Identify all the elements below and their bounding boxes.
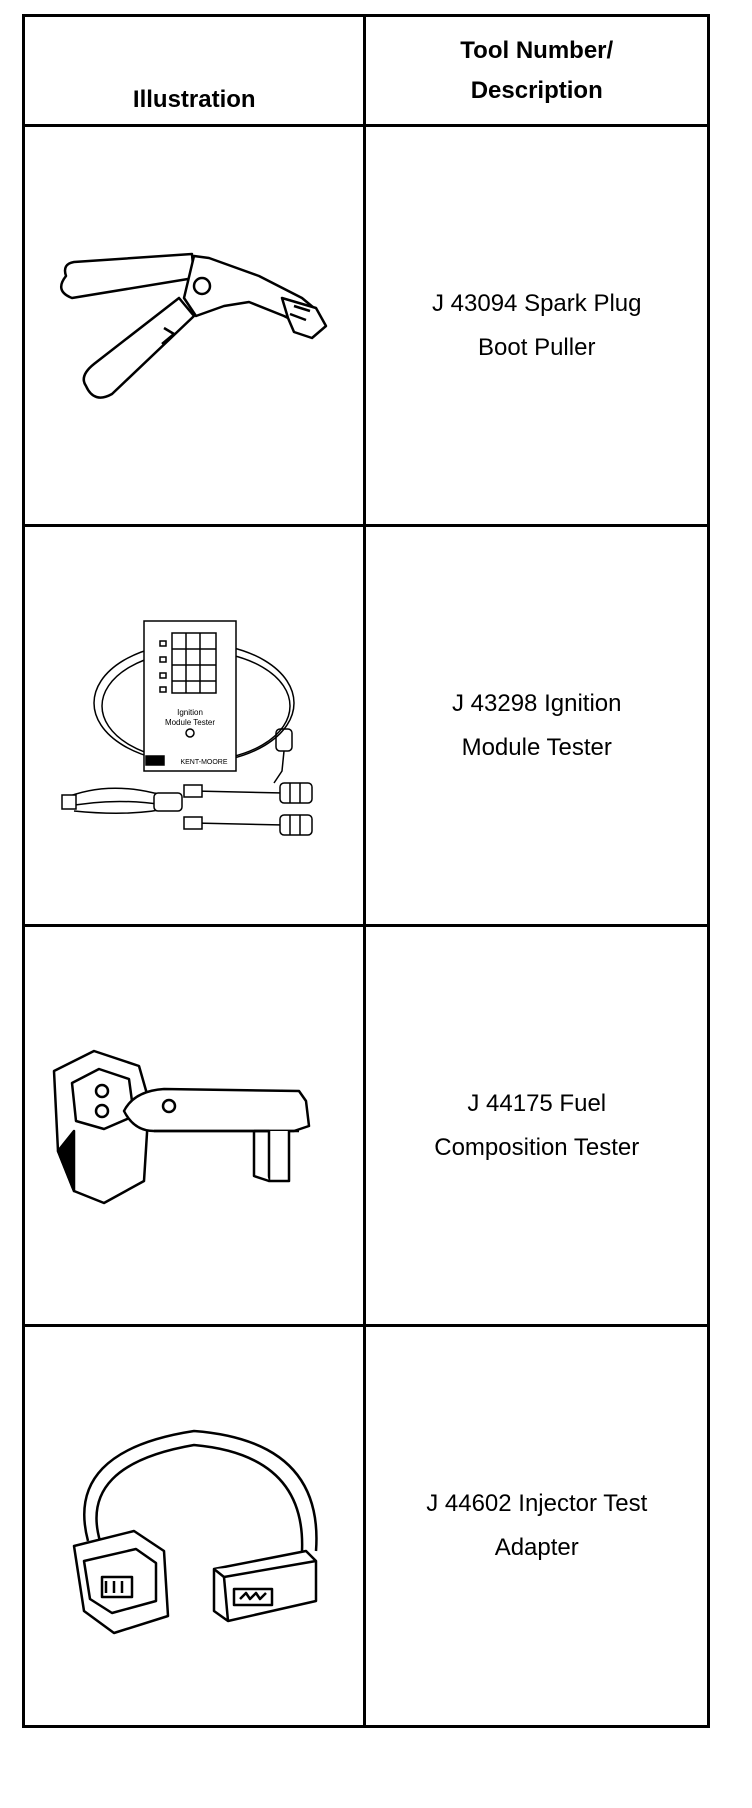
table-header-row: Illustration Tool Number/ Description: [21, 14, 710, 127]
illustration-cell: Ignition Module Tester KENT-MOORE: [21, 524, 367, 927]
panel-label-brand: KENT-MOORE: [181, 759, 228, 766]
illustration-cell: [21, 1324, 367, 1728]
illustration-cell: [21, 924, 367, 1327]
illustration-header: Illustration: [21, 14, 367, 127]
panel-label-module-tester: Module Tester: [165, 718, 215, 727]
table-row: J 44602 Injector Test Adapter: [21, 1324, 710, 1728]
table-row: J 44175 Fuel Composition Tester: [21, 924, 710, 1327]
description-cell: J 44602 Injector Test Adapter: [363, 1324, 710, 1728]
table-row: J 43094 Spark Plug Boot Puller: [21, 124, 710, 527]
special-tools-table: Illustration Tool Number/ Description: [21, 14, 710, 1728]
tool-description: Adapter: [494, 1534, 579, 1561]
tool-number: J 44175 Fuel: [467, 1089, 607, 1117]
tool-description: Boot Puller: [478, 333, 596, 361]
tool-number-header-line2: Description: [470, 76, 603, 104]
panel-label-ignition: Ignition: [177, 708, 203, 717]
tool-description: Composition Tester: [434, 1133, 640, 1161]
tool-number: J 44602 Injector Test: [426, 1490, 648, 1517]
description-cell: J 43094 Spark Plug Boot Puller: [363, 124, 710, 527]
tool-description: Module Tester: [461, 733, 612, 761]
table-row: Ignition Module Tester KENT-MOORE J 4329…: [21, 524, 710, 927]
ignition-module-tester-icon: Ignition Module Tester KENT-MOORE: [61, 619, 313, 836]
tool-number-header: Tool Number/ Description: [363, 14, 710, 127]
description-cell: J 43298 Ignition Module Tester: [363, 524, 710, 927]
tool-number-header-line1: Tool Number/: [460, 36, 614, 64]
tool-number: J 43298 Ignition: [452, 689, 622, 717]
description-cell: J 44175 Fuel Composition Tester: [363, 924, 710, 1327]
illustration-cell: [21, 124, 367, 527]
fuel-composition-tester-icon: [52, 1049, 311, 1204]
tool-number: J 43094 Spark Plug: [432, 289, 642, 317]
injector-test-adapter-icon: [72, 1429, 318, 1635]
spark-plug-boot-puller-icon: [60, 252, 328, 399]
